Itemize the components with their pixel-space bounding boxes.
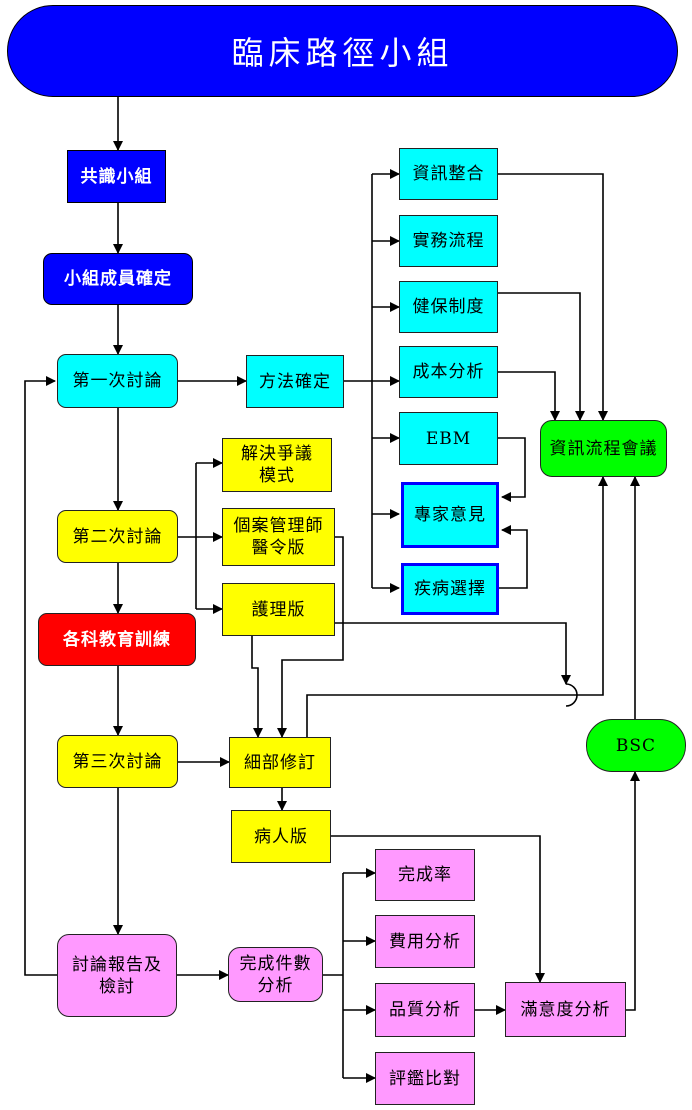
report-review-box: 討論報告及 檢討 xyxy=(57,934,177,1017)
arrow-detail-to-meeting xyxy=(306,476,608,737)
insurance-system-box: 健保制度 xyxy=(399,281,498,333)
disease-selection-box: 疾病選擇 xyxy=(401,563,499,615)
arrow-case-manager-to-detail xyxy=(277,536,344,738)
second-discussion-box: 第二次討論 xyxy=(57,510,178,563)
bsc-box: BSC xyxy=(586,719,686,772)
cost-analysis-fee-box: 費用分析 xyxy=(375,915,475,968)
arrow-nursing-to-detail xyxy=(251,636,263,738)
case-count-analysis-box: 完成件數 分析 xyxy=(228,947,323,1002)
arrow-satisfaction-to-bsc xyxy=(626,771,640,1011)
ebm-box: EBM xyxy=(399,412,498,465)
detail-revision-box: 細部修訂 xyxy=(229,737,331,788)
nursing-version-box: 護理版 xyxy=(222,583,335,636)
quality-analysis-box: 品質分析 xyxy=(375,983,475,1037)
arrow-nursing-to-satisfaction xyxy=(335,622,571,685)
patient-version-box: 病人版 xyxy=(231,810,331,863)
arrow-info-integration-to-meeting xyxy=(498,173,608,421)
completion-rate-box: 完成率 xyxy=(375,849,475,901)
expert-opinion-box: 專家意見 xyxy=(401,482,499,548)
case-manager-order-box: 個案管理師 醫令版 xyxy=(222,508,335,566)
department-training-box: 各科教育訓練 xyxy=(38,613,196,666)
arrow-ebm-to-expert xyxy=(498,437,526,502)
arrow-cost-to-meeting xyxy=(498,371,560,421)
satisfaction-analysis-box: 滿意度分析 xyxy=(505,982,626,1037)
benchmark-comparison-box: 評鑑比對 xyxy=(375,1052,475,1105)
line-hop xyxy=(565,683,578,707)
info-flow-meeting-box: 資訊流程會議 xyxy=(540,420,667,477)
cost-analysis-box: 成本分析 xyxy=(399,346,498,398)
page-title: 臨床路徑小組 xyxy=(7,5,678,97)
first-discussion-box: 第一次討論 xyxy=(57,354,178,408)
arrow-disease-to-expert xyxy=(498,525,528,589)
feedback-report-to-first xyxy=(24,376,57,976)
info-integration-box: 資訊整合 xyxy=(399,148,498,200)
consensus-group-box: 共識小組 xyxy=(67,150,166,203)
arrow-patient-to-satisfaction xyxy=(331,835,545,983)
method-confirmed-box: 方法確定 xyxy=(246,355,344,408)
arrow-insurance-to-meeting xyxy=(498,292,585,421)
members-confirmed-box: 小組成員確定 xyxy=(43,253,193,305)
dispute-resolution-box: 解決爭議 模式 xyxy=(222,438,332,492)
third-discussion-box: 第三次討論 xyxy=(57,735,178,788)
practice-flow-box: 實務流程 xyxy=(399,215,498,267)
